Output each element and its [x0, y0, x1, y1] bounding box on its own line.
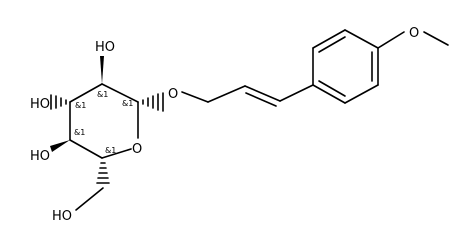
bond-ar-inner-1 [318, 36, 346, 53]
bond-c5-oring [101, 148, 132, 159]
label-ring-o: O [132, 142, 142, 157]
bond-ar-ome [377, 31, 405, 49]
bond-ch-ch-b [245, 92, 277, 107]
bond-c4-c5 [69, 139, 103, 159]
bond-ar3-ar4 [344, 29, 379, 49]
bond-ch2-ch [207, 85, 246, 103]
stereo-label-c2: &1 [97, 90, 108, 99]
hash-c3-oh [50, 94, 67, 110]
bond-c2-c3 [69, 83, 103, 103]
bond-ch-ch-a [244, 85, 281, 102]
hash-c5-c6 [96, 162, 110, 184]
bond-ar5-ar6 [344, 84, 379, 104]
label-oh-c3: HO [30, 97, 50, 112]
stereo-label-c5: &1 [105, 146, 116, 155]
label-oh-c4: HO [30, 149, 50, 164]
wedge-c2-oh [100, 56, 104, 84]
bond-ar2-ar3 [312, 29, 346, 49]
label-oh-c2: HO [95, 40, 115, 55]
wedge-c4-oh [50, 140, 70, 152]
hash-c1-o [142, 92, 164, 112]
bond-c6-o [75, 187, 104, 211]
label-glycosidic-o: O [168, 87, 178, 102]
bond-ar-inner-3 [318, 80, 346, 97]
bond-ch-aryl [279, 84, 314, 102]
stereo-label-c1: &1 [122, 99, 133, 108]
bond-o-methyl [423, 31, 449, 46]
bond-c1-c2 [101, 83, 139, 103]
stereo-label-c3: &1 [75, 101, 86, 110]
bond-ar6-ar1 [312, 84, 346, 104]
bond-o-ch2 [181, 91, 209, 103]
stereo-label-c4: &1 [74, 128, 85, 137]
label-methoxy-o: O [409, 26, 419, 41]
label-oh-c6: HO [52, 209, 72, 224]
